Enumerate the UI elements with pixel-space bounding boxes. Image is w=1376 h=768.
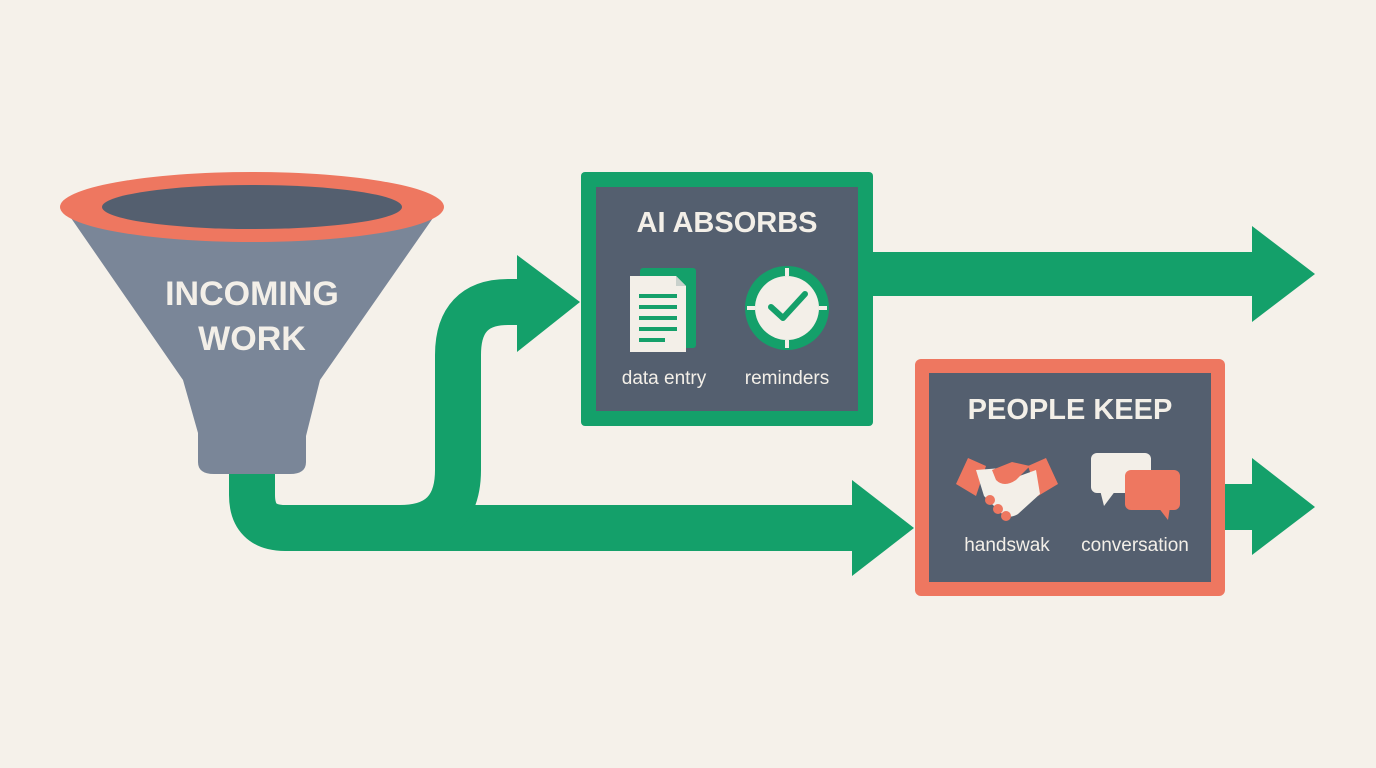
- funnel-label-line1: INCOMING: [165, 275, 339, 313]
- clock-check-icon: [745, 266, 829, 350]
- ai-output-shaft: [870, 252, 1255, 296]
- people-output-arrowhead: [1252, 458, 1315, 555]
- handshake-icon: [956, 458, 1058, 521]
- ai-output-arrowhead: [1252, 226, 1315, 322]
- arrowhead-to-people-keep: [852, 480, 914, 576]
- people-keep-box: PEOPLE KEEP handswak conversation: [915, 359, 1225, 596]
- chat-bubbles-icon: [1091, 453, 1180, 520]
- people-keep-title: PEOPLE KEEP: [968, 394, 1173, 426]
- funnel-opening: [102, 185, 402, 229]
- ai-absorbs-title: AI ABSORBS: [637, 207, 818, 239]
- handswak-label: handswak: [964, 535, 1050, 556]
- document-icon: [630, 268, 696, 352]
- conversation-label: conversation: [1081, 535, 1189, 556]
- flow-arrows: [229, 226, 1315, 576]
- arrowhead-to-ai-absorbs: [517, 255, 580, 352]
- people-output-shaft: [1222, 484, 1255, 530]
- ai-absorbs-box: AI ABSORBS data entry reminders: [581, 172, 873, 426]
- reminders-label: reminders: [745, 368, 829, 389]
- funnel-cone: [62, 205, 442, 440]
- incoming-work-funnel: INCOMING WORK: [60, 172, 444, 474]
- path-to-ai-absorbs: [399, 279, 531, 551]
- data-entry-label: data entry: [622, 368, 707, 389]
- path-to-people-keep: [229, 470, 860, 551]
- funnel-label-line2: WORK: [198, 320, 306, 358]
- funnel-spout: [198, 372, 306, 474]
